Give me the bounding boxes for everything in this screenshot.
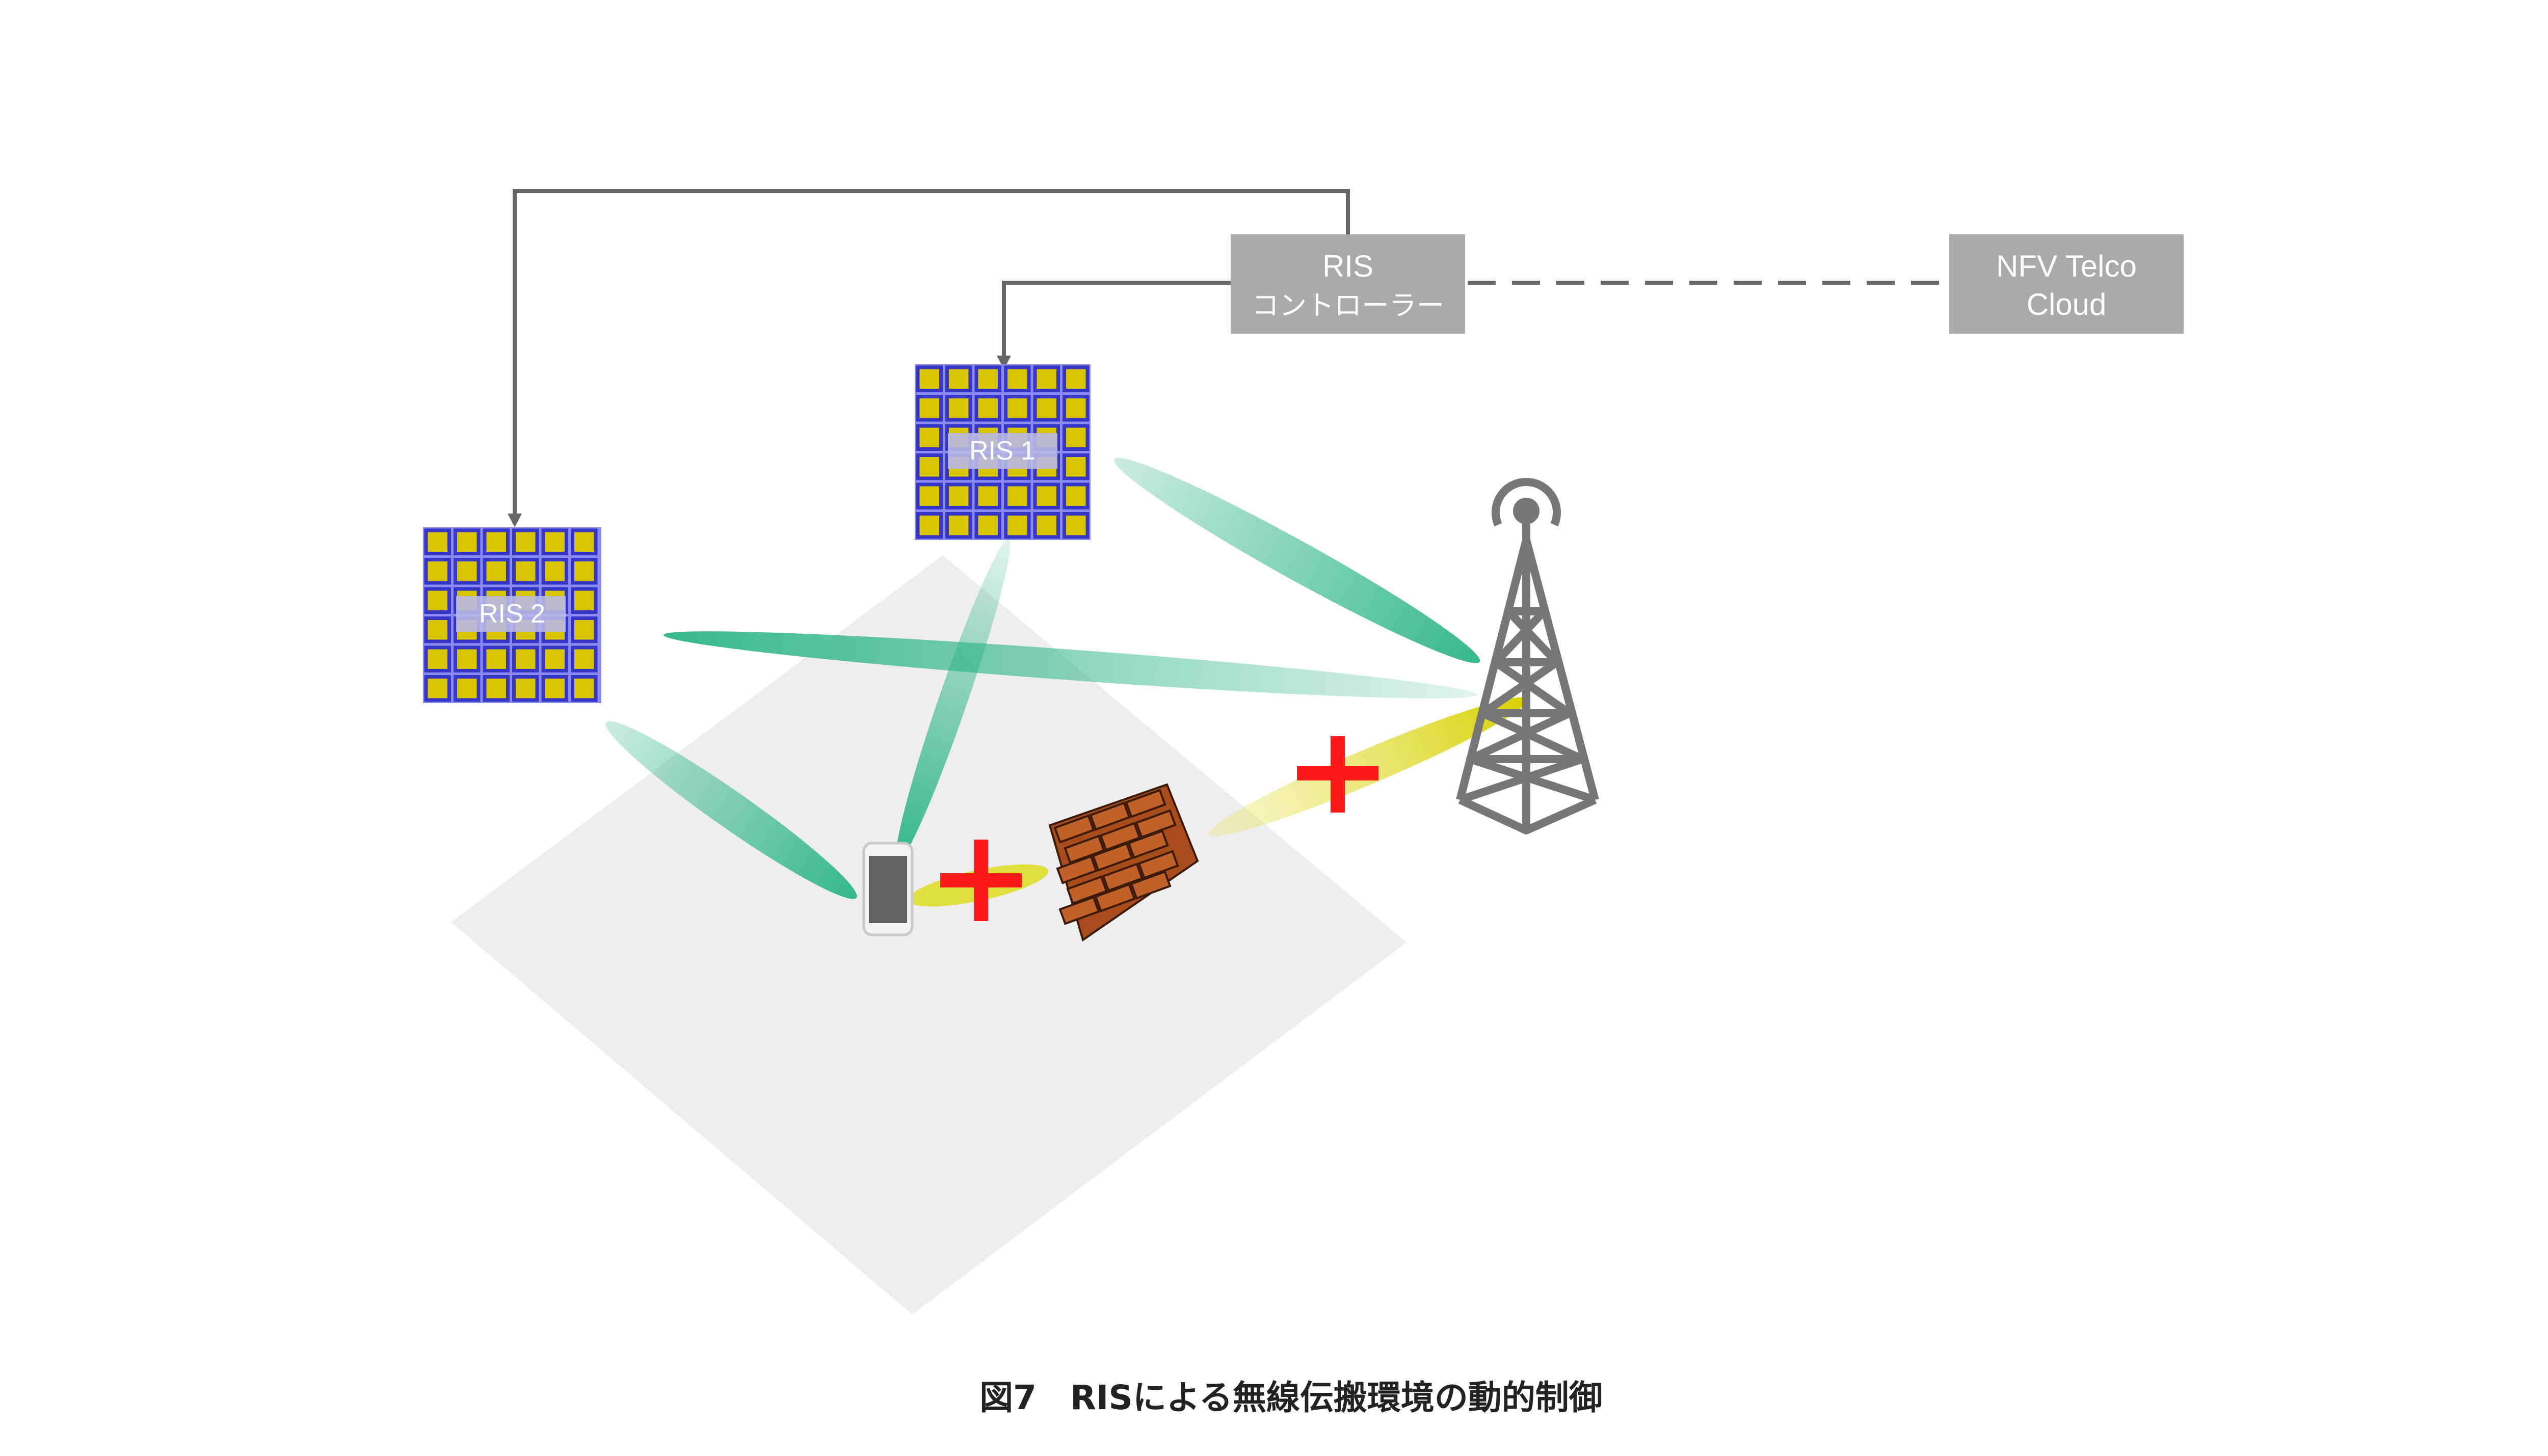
ris-element <box>541 558 568 585</box>
ris-element <box>1063 512 1090 539</box>
ris-element <box>1033 482 1060 509</box>
ris-element <box>1033 395 1060 422</box>
ris-element <box>974 395 1001 422</box>
ris-element <box>945 395 972 422</box>
nfv-cloud-label-2: Cloud <box>2027 287 2107 321</box>
ris-element <box>454 675 481 702</box>
ris-element <box>974 512 1001 539</box>
arrow-head-ris2 <box>508 514 522 527</box>
ris-element <box>424 616 451 643</box>
ris-element <box>454 558 481 585</box>
ris-element <box>512 558 539 585</box>
ris-element <box>1063 395 1090 422</box>
ris-1-label: RIS 1 <box>969 436 1036 466</box>
ris-element <box>1063 453 1090 480</box>
ris-element <box>424 645 451 672</box>
control-connectors <box>513 189 1947 515</box>
connector-controller-ris2 <box>513 189 1350 515</box>
ris-element <box>916 512 943 539</box>
ris-element <box>454 528 481 555</box>
ris-element <box>1004 512 1031 539</box>
ris-element <box>1063 424 1090 451</box>
nfv-cloud-box: NFV Telco Cloud <box>1949 234 2184 334</box>
ris-element <box>454 645 481 672</box>
ris-element <box>571 616 598 643</box>
beam-ris1-tower <box>1113 457 1480 663</box>
ris-element <box>571 645 598 672</box>
ris-controller-label-2: コントローラー <box>1252 289 1444 321</box>
ris-element <box>974 482 1001 509</box>
ris-element <box>1004 482 1031 509</box>
ris-element <box>945 512 972 539</box>
ris-element <box>483 645 510 672</box>
ris-element <box>424 587 451 614</box>
ris-element <box>424 675 451 702</box>
ris-element <box>541 645 568 672</box>
ris-element <box>1004 365 1031 392</box>
ris-element <box>916 365 943 392</box>
ris-1-panel: RIS 1 <box>915 364 1091 540</box>
smartphone-icon <box>862 842 914 936</box>
ris-element <box>1004 395 1031 422</box>
ris-element <box>541 675 568 702</box>
figure-caption: 図7 RISによる無線伝搬環境の動的制御 <box>979 1378 1603 1417</box>
ris-element <box>424 558 451 585</box>
ris-element <box>512 675 539 702</box>
ris-2-label: RIS 2 <box>479 599 545 629</box>
ris-element <box>916 424 943 451</box>
ris-element <box>974 365 1001 392</box>
ris-element <box>483 528 510 555</box>
beam-ris2-tower <box>663 631 1477 698</box>
ris-controller-label-1: RIS <box>1322 249 1373 283</box>
ris-element <box>945 365 972 392</box>
ris-element <box>916 482 943 509</box>
ris-element <box>512 645 539 672</box>
ris-element <box>571 675 598 702</box>
cell-tower-icon <box>1456 478 1599 834</box>
ris-element <box>541 528 568 555</box>
ris-element <box>916 395 943 422</box>
floor-plane <box>451 555 1406 1314</box>
ris-element <box>483 675 510 702</box>
ris-controller-box: RIS コントローラー <box>1231 234 1465 334</box>
ris-element <box>945 482 972 509</box>
brick-wall-icon <box>1048 783 1199 942</box>
ris-element <box>1033 512 1060 539</box>
ris-element <box>571 558 598 585</box>
ris-element <box>1063 365 1090 392</box>
beam-ris1-phone <box>895 539 1011 862</box>
cross-mark-icon <box>940 840 1022 921</box>
ris-element <box>571 587 598 614</box>
ris-element <box>483 558 510 585</box>
nfv-cloud-label-1: NFV Telco <box>1996 249 2137 283</box>
ris-element <box>1033 365 1060 392</box>
ris-2-panel: RIS 2 <box>423 527 601 703</box>
reflected-beams <box>605 457 1480 899</box>
ris-element <box>571 528 598 555</box>
ris-element <box>424 528 451 555</box>
ris-element <box>512 528 539 555</box>
ris-element <box>1063 482 1090 509</box>
beam-ris2-phone <box>605 721 857 899</box>
cross-mark-icon <box>1297 736 1378 813</box>
arrow-head-ris1 <box>997 356 1011 369</box>
ris-element <box>916 453 943 480</box>
connector-controller-ris1 <box>1002 281 1231 357</box>
